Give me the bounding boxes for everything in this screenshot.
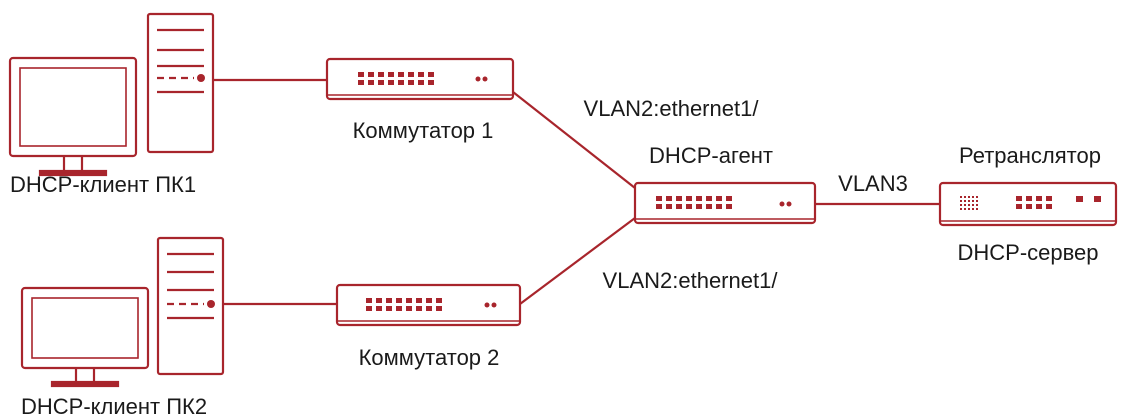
pc2-label: DHCP-клиент ПК2 (21, 394, 208, 419)
switch2-network-switch-icon (335, 283, 522, 327)
monitor-inner-screen (31, 297, 139, 359)
monitor-inner-screen (19, 67, 127, 147)
switch-ports (656, 196, 792, 209)
switch2-label: Коммутатор 2 (358, 345, 500, 370)
switch-ports (1016, 196, 1101, 209)
link-switch2-agent (519, 217, 636, 305)
monitor-base (50, 380, 120, 388)
link-switch1-agent-label: VLAN2:ethernet1/ (583, 96, 759, 121)
tower-power-button (207, 300, 215, 308)
monitor-base (38, 169, 108, 177)
link-agent-relay-label: VLAN3 (838, 171, 908, 196)
link-switch2-agent-label: VLAN2:ethernet1/ (602, 268, 778, 293)
pc1-desktop-computer-icon (8, 12, 215, 177)
relay-grid-dots (960, 196, 978, 210)
tower-case (146, 12, 215, 154)
switch-ports (366, 298, 497, 311)
agent-network-switch-icon (633, 181, 817, 225)
switch-ports (358, 72, 488, 85)
relay-network-switch-icon (938, 181, 1118, 227)
agent-label: DHCP-агент (649, 143, 773, 168)
relay-label-bottom: DHCP-сервер (957, 240, 1099, 265)
link-switch1-agent (512, 91, 636, 189)
monitor-screen (20, 286, 150, 370)
switch1-label: Коммутатор 1 (352, 118, 494, 143)
pc1-label: DHCP-клиент ПК1 (10, 172, 197, 197)
tower-power-button (197, 74, 205, 82)
pc2-desktop-computer-icon (20, 236, 225, 388)
monitor-screen (8, 56, 138, 158)
connection-lines (213, 78, 940, 306)
relay-label-top: Ретранслятор (959, 143, 1101, 168)
switch1-network-switch-icon (325, 57, 515, 101)
